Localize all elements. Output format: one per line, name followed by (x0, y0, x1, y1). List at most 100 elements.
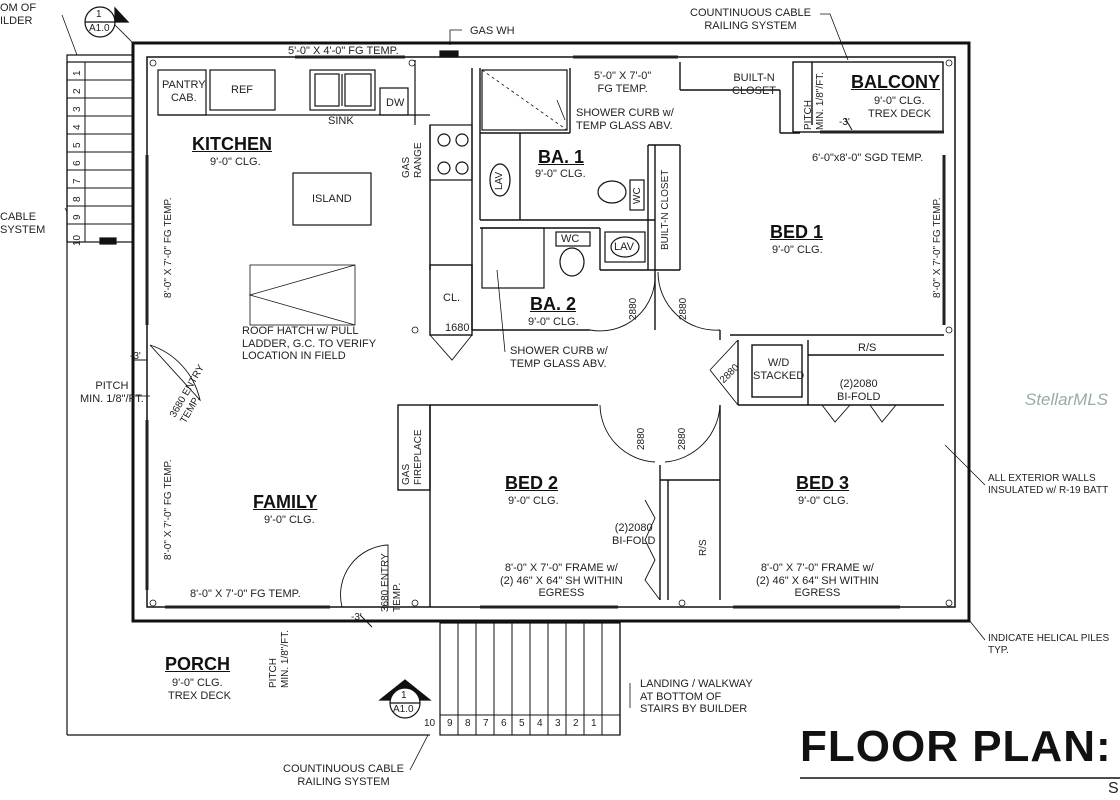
stair-step-number: 4 (537, 718, 543, 729)
stair-step-number: 9 (72, 214, 83, 220)
wc-2-label: WC (561, 233, 580, 245)
lav-2-label: LAV (614, 241, 634, 253)
room-clg-bed3: 9'-0" CLG. (798, 495, 849, 507)
dim-note-1: -3' (130, 351, 141, 362)
room-clg-bed1: 9'-0" CLG. (772, 244, 823, 256)
room-clg-ba2: 9'-0" CLG. (528, 316, 579, 328)
pantry-label: PANTRY CAB. (162, 79, 206, 104)
top-left-note: OM OF ILDER (0, 2, 37, 27)
room-name-porch: PORCH (165, 654, 231, 674)
room-name-bed2: BED 2 (505, 473, 559, 493)
room-name-balcony: BALCONY (851, 72, 940, 92)
wc-2-tank (555, 231, 591, 247)
stair-step-number: 3 (72, 106, 83, 112)
island-label: ISLAND (312, 193, 352, 205)
stair-step-number: 4 (72, 124, 83, 130)
sink (309, 69, 376, 111)
rs-label-closet: R/S (698, 539, 709, 556)
lav-1 (489, 163, 511, 197)
deck-railing (66, 54, 133, 735)
section-sheet-top: A1.0 (89, 23, 110, 34)
window-family-side: 8'-0" X 7'-0" FG TEMP. (163, 459, 174, 560)
window-bed3: 8'-0" X 7'-0" FRAME w/ (2) 46" X 64" SH … (756, 562, 879, 600)
stair-step-number: 2 (72, 88, 83, 94)
closet-label: CL. (443, 292, 461, 304)
bifold-bed2: (2)2080 BI-FOLD (612, 522, 656, 547)
door-2880-b: 2880 (678, 297, 689, 320)
room-clg-porch: 9'-0" CLG. (172, 677, 223, 689)
dw-label: DW (386, 97, 405, 109)
room-name-kitchen: KITCHEN (192, 134, 272, 154)
drawing-title-suffix: S (1108, 780, 1119, 797)
door-2880-d: 2880 (677, 427, 688, 450)
stair-step-number: 2 (573, 718, 579, 729)
helical-note: INDICATE HELICAL PILES TYP. (988, 633, 1110, 656)
wc-1-bowl (597, 180, 627, 204)
wc-1-label: WC (632, 187, 643, 204)
exterior-wall (131, 41, 971, 623)
window-bed2: 8'-0" X 7'-0" FRAME w/ (2) 46" X 64" SH … (500, 562, 623, 600)
gas-wh-note: GAS WH (470, 25, 515, 37)
lav-2 (610, 236, 640, 258)
stair-step-number: 5 (72, 142, 83, 148)
section-marker-bottom (378, 679, 432, 719)
shower-curb-note-1: SHOWER CURB w/ TEMP GLASS ABV. (576, 107, 674, 132)
room-deck-balcony: TREX DECK (868, 108, 931, 120)
dishwasher (379, 87, 409, 116)
stair-step-number: 1 (72, 70, 83, 76)
gas-range (429, 124, 473, 181)
stair-step-number: 10 (72, 234, 83, 246)
stair-step-number: 6 (72, 160, 83, 166)
pitch-note-balcony: PITCH MIN. 1/8"/FT. (803, 71, 826, 130)
room-name-bed3: BED 3 (796, 473, 850, 493)
section-num-top: 1 (96, 9, 102, 20)
window-family-bottom: 8'-0" X 7'-0" FG TEMP. (190, 588, 301, 600)
roof-hatch (249, 264, 356, 326)
railing-note-bottom: COUNTINUOUS CABLE RAILING SYSTEM (283, 763, 405, 788)
stair-step-number: 7 (72, 178, 83, 184)
shower-2 (481, 227, 545, 289)
kitchen-island (292, 172, 372, 226)
room-name-ba1: BA. 1 (538, 147, 585, 167)
dim-note-3: -3' (839, 117, 850, 128)
stair-step-number: 9 (447, 718, 453, 729)
roof-hatch-note: ROOF HATCH w/ PULL LADDER, G.C. TO VERIF… (242, 325, 377, 363)
stair-step-number: 8 (72, 196, 83, 202)
room-clg-balcony: 9'-0" CLG. (874, 95, 925, 107)
room-name-ba2: BA. 2 (530, 294, 577, 314)
room-clg-ba1: 9'-0" CLG. (535, 168, 586, 180)
railing-note-top: COUNTINUOUS CABLE RAILING SYSTEM (690, 7, 812, 32)
lav-1-label: LAV (494, 171, 505, 190)
shower-1 (481, 69, 568, 131)
window-sgd: 6'-0"x8'-0" SGD TEMP. (812, 152, 924, 164)
section-marker-top (84, 6, 130, 38)
room-clg-kitchen: 9'-0" CLG. (210, 156, 261, 168)
built-in-closet-vertical: BUILT-N CLOSET (660, 169, 671, 250)
pitch-note-left: PITCH MIN. 1/8"/FT. (80, 380, 144, 405)
rs-label-top: R/S (858, 342, 877, 354)
stair-step-number: 1 (591, 718, 597, 729)
window-top-kitchen: 5'-0" X 4'-0" FG TEMP. (288, 45, 399, 57)
stair-step-number: 3 (555, 718, 561, 729)
room-deck-porch: TREX DECK (168, 690, 231, 702)
stair-step-number: 5 (519, 718, 525, 729)
stair-step-number: 6 (501, 718, 507, 729)
door-2880-a: 2880 (628, 297, 639, 320)
room-name-bed1: BED 1 (770, 222, 824, 242)
sink-label: SINK (328, 115, 354, 127)
bifold-bed3: (2)2080 BI-FOLD (837, 378, 881, 403)
stair-step-number: 10 (424, 718, 436, 729)
ext-walls-note: ALL EXTERIOR WALLS INSULATED w/ R-19 BAT… (988, 473, 1109, 496)
ref-label: REF (231, 84, 253, 96)
door-1680: 1680 (445, 322, 470, 334)
shower-curb-note-2: SHOWER CURB w/ TEMP GLASS ABV. (510, 345, 608, 370)
gas-fireplace-label: GAS FIREPLACE (401, 429, 424, 485)
room-clg-family: 9'-0" CLG. (264, 514, 315, 526)
section-sheet-bottom: A1.0 (393, 704, 414, 715)
door-2880-c: 2880 (636, 427, 647, 450)
built-in-closet-label: BUILT-N CLOSET (732, 72, 777, 97)
railing-note-left: CABLE SYSTEM (0, 211, 46, 236)
gas-range-label: GAS RANGE (401, 142, 424, 178)
stair-step-number: 8 (465, 718, 471, 729)
